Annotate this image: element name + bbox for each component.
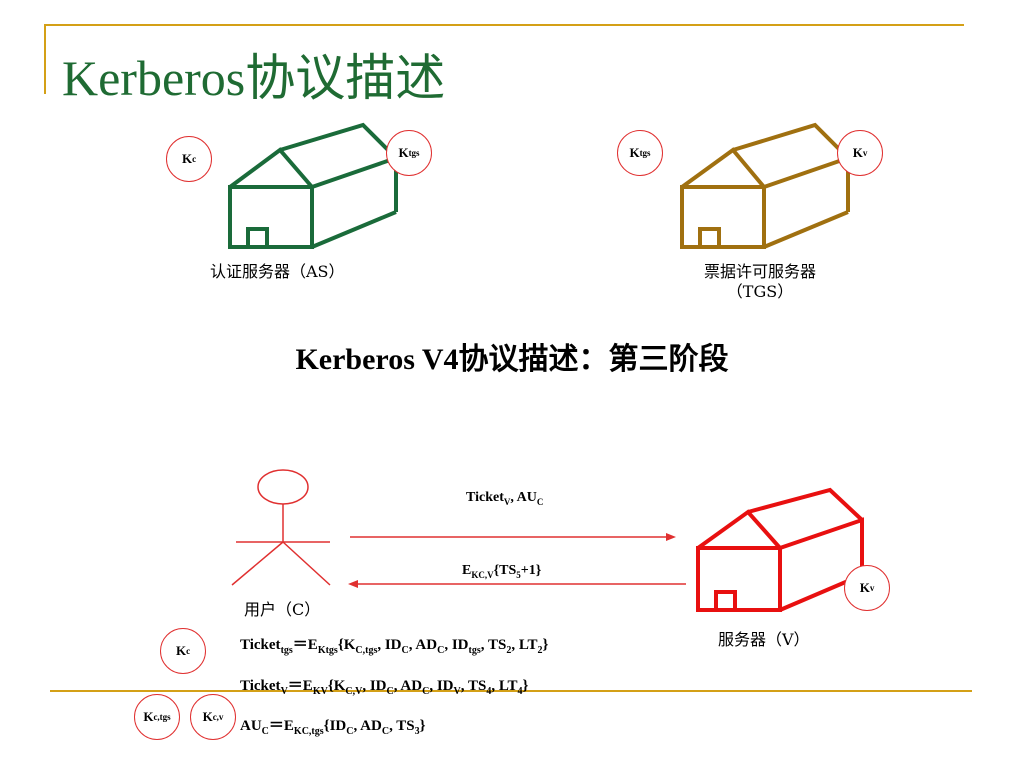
eq-sub: 2 (537, 645, 543, 656)
key-main: K (398, 145, 409, 160)
user-label: 用户（C） (244, 600, 321, 619)
as-house-icon (228, 122, 398, 249)
key-sub: v (869, 583, 875, 593)
server-v-house-icon (696, 487, 864, 612)
eq-sub: 4 (517, 686, 523, 697)
key-main: K (852, 145, 863, 160)
eq-text: , AD (393, 678, 423, 694)
tgs-house-icon (680, 122, 850, 249)
eq-sub: C (381, 726, 390, 737)
key-sub: tgs (639, 148, 651, 158)
eq-text: Ticket (240, 678, 281, 694)
tgs-label-line2: （TGS） (726, 282, 794, 301)
eq-text: , ID (377, 637, 402, 653)
msg-sub: V (503, 496, 511, 507)
msg-sub: KC,V (471, 569, 494, 580)
eq-text: } (419, 718, 426, 734)
as-label: 认证服务器（AS） (210, 262, 345, 281)
eq-sub: C (386, 686, 394, 697)
eq-text: ＝E (287, 678, 313, 694)
key-sub: c,tgs (153, 712, 171, 722)
eq-sub: 4 (486, 686, 492, 697)
eq-text: {ID (323, 718, 347, 734)
msg-sub: C (536, 496, 544, 507)
eq-text: , TS (460, 678, 487, 694)
left-rule (44, 24, 46, 94)
eq-sub: C,tgs (355, 645, 378, 656)
eq-sub: C (261, 726, 269, 737)
eq-sub: tgs (468, 645, 481, 656)
eq-text: Ticket (240, 637, 281, 653)
eq-text: ＝E (268, 718, 294, 734)
eq-sub: KV (312, 686, 328, 697)
key-sub: c,v (212, 712, 224, 722)
key-main: K (143, 709, 154, 724)
eq-text: , TS (389, 718, 415, 734)
eq-text: , AD (353, 718, 382, 734)
message-ticket-au: TicketV, AUC (466, 490, 543, 507)
msg-sub: 5 (516, 569, 521, 580)
slide-title: Kerberos协议描述 (62, 50, 446, 106)
key-main: K (181, 151, 193, 166)
eq-sub: C (346, 726, 354, 737)
top-rule (44, 24, 964, 26)
tgs-label-line1: 票据许可服务器 (703, 262, 816, 281)
key-main: K (175, 643, 187, 658)
eq-sub: V (280, 686, 288, 697)
eq-text: {K (327, 678, 346, 694)
eq-text: , TS (480, 637, 507, 653)
key-main: K (629, 145, 640, 160)
phase-heading: Kerberos V4协议描述：第三阶段 (295, 343, 729, 376)
eq-text: {K (337, 637, 356, 653)
key-sub: tgs (408, 148, 420, 158)
eq-sub: KC,tgs (293, 726, 324, 737)
msg-text: {TS (493, 563, 517, 578)
equation-authenticator: AUC＝EKC,tgs{IDC, ADC, TS3} (240, 714, 426, 737)
server-v-label: 服务器（V） (718, 630, 810, 649)
equation-ticket-v: TicketV＝EKV{KC,V, IDC, ADC, IDV, TS4, LT… (240, 674, 528, 697)
eq-sub: tgs (280, 645, 293, 656)
eq-sub: C (401, 645, 409, 656)
eq-text: } (542, 637, 549, 653)
bottom-rule (50, 690, 972, 692)
msg-text: Ticket (466, 490, 504, 505)
eq-text: , LT (511, 637, 538, 653)
eq-sub: 2 (506, 645, 512, 656)
eq-text: ＝E (292, 637, 318, 653)
key-main: K (202, 709, 213, 724)
msg-text: +1} (520, 563, 542, 578)
eq-text: AU (240, 718, 262, 734)
eq-sub: 3 (414, 726, 420, 737)
msg-text: , AU (510, 490, 537, 505)
message-timestamp-reply: EKC,V{TS5+1} (462, 563, 541, 580)
eq-text: , AD (408, 637, 438, 653)
eq-text: , LT (491, 678, 518, 694)
eq-text: , ID (444, 637, 469, 653)
eq-text: } (522, 678, 529, 694)
key-sub: c (192, 154, 197, 164)
user-figure-icon (231, 469, 331, 586)
msg-text: E (462, 563, 472, 578)
eq-text: , ID (429, 678, 454, 694)
eq-text: , ID (362, 678, 387, 694)
key-sub: v (862, 148, 868, 158)
arrow-right-icon (350, 533, 676, 541)
key-sub: c (186, 646, 191, 656)
eq-sub: C,V (345, 686, 363, 697)
eq-sub: Ktgs (317, 645, 338, 656)
eq-sub: V (453, 686, 461, 697)
equation-ticket-tgs: Tickettgs＝EKtgs{KC,tgs, IDC, ADC, IDtgs,… (240, 633, 548, 656)
eq-sub: C (422, 686, 430, 697)
arrow-left-icon (348, 580, 686, 588)
key-main: K (859, 580, 870, 595)
eq-sub: C (437, 645, 445, 656)
